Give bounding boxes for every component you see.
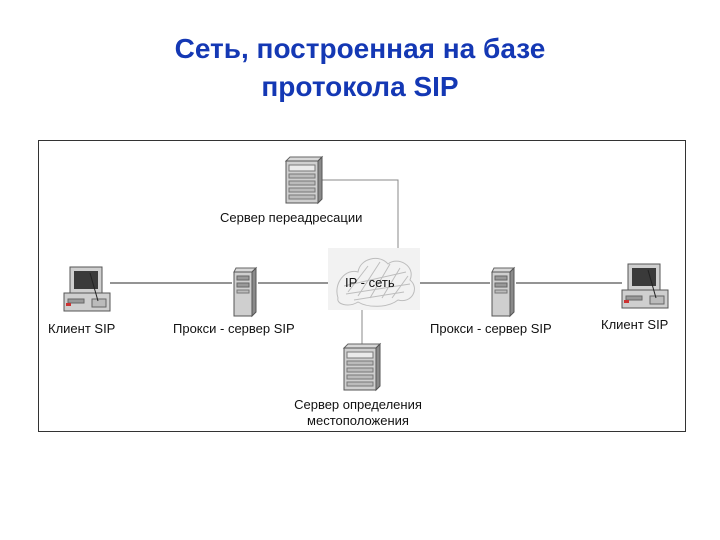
desktop-computer-icon [63, 266, 111, 312]
client-right-label: Клиент SIP [601, 317, 669, 332]
title-line-2: протокола SIP [261, 71, 459, 102]
rack-server-icon [342, 342, 382, 392]
location-server-label-line-2: местоположения [307, 413, 409, 428]
location-server-label: Сервер определения местоположения [258, 397, 458, 429]
desktop-computer-icon [621, 263, 669, 309]
tower-server-icon [233, 266, 258, 318]
diagram-frame [38, 140, 686, 432]
proxy-right-label: Прокси - сервер SIP [430, 321, 552, 336]
proxy-left-label: Прокси - сервер SIP [173, 321, 295, 336]
rack-server-icon [284, 155, 324, 205]
title-line-1: Сеть, построенная на базе [174, 33, 546, 64]
location-server-label-line-1: Сервер определения [294, 397, 422, 412]
tower-server-icon [491, 266, 516, 318]
network-label: IP - сеть [345, 275, 395, 290]
slide-title: Сеть, построенная на базе протокола SIP [0, 30, 720, 106]
client-left-label: Клиент SIP [48, 321, 116, 336]
network-cloud-icon [328, 248, 420, 310]
redirect-server-label: Сервер переадресации [220, 210, 363, 225]
link-redirect-network [320, 179, 399, 248]
